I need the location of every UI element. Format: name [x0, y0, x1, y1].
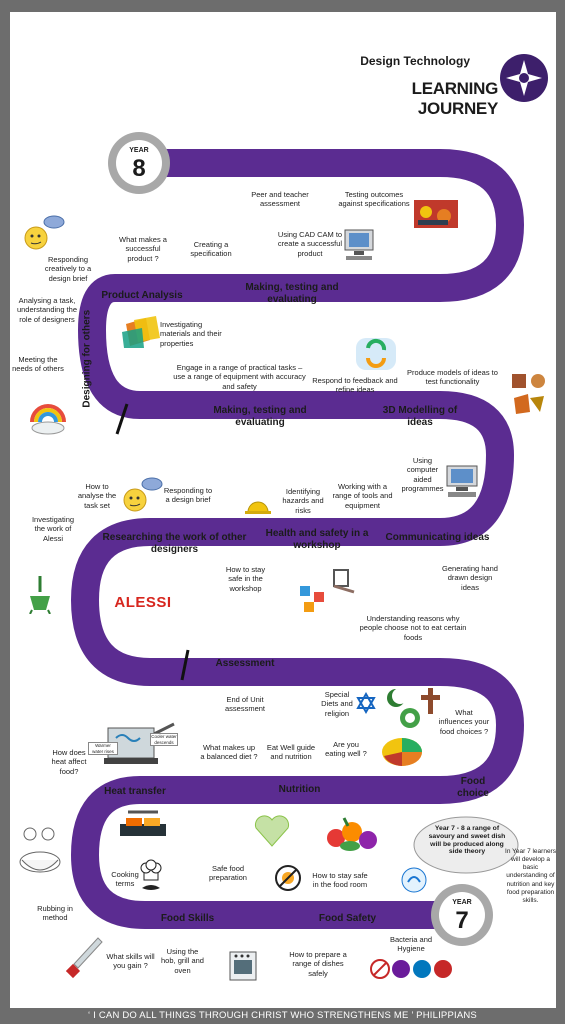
painting-icon [414, 200, 458, 228]
heading-heat-transfer: Heat transfer [104, 786, 166, 797]
heading-food-skills: Food Skills [160, 913, 215, 924]
note-eating-well: Are you eating well ? [325, 740, 367, 759]
heading-product-analysis: Product Analysis [101, 290, 183, 301]
note-cooking-terms: Cooking terms [111, 870, 139, 889]
journey-road [71, 149, 524, 929]
note-skills-gain: What skills will you gain ? [106, 952, 155, 971]
heading-health-safety: Health and safety in a workshop [265, 528, 369, 551]
callout-warmer: Warmer water rises [88, 742, 118, 756]
heading-nutrition: Nutrition [278, 784, 321, 795]
note-bacteria: Bacteria and Hygiene [389, 935, 433, 954]
note-what-makes-successful: What makes a successful product ? [119, 235, 167, 263]
thinking-emoji-icon [24, 215, 65, 250]
year7-label: YEAR [452, 899, 472, 906]
bubble-text: Year 7 - 8 a range of savoury and sweet … [428, 825, 506, 856]
note-hob-grill: Using the hob, grill and oven [161, 947, 204, 975]
note-stay-safe-food: How to stay safe in the food room [312, 871, 368, 890]
no-cleaning-icon [275, 865, 301, 891]
school-crest-icon [500, 54, 548, 102]
year8-label: YEAR [129, 147, 149, 154]
note-analysing-task: Analysing a task, understanding the role… [16, 296, 78, 324]
note-special-diets: Special Diets and religion [321, 690, 353, 718]
header-title: LEARNING JOURNEY [411, 79, 499, 118]
note-balanced-diet: What makes up a balanced diet ? [200, 743, 258, 762]
hob-icon [120, 810, 166, 836]
heading-assessment: Assessment [215, 658, 275, 669]
year7-number: 7 [455, 907, 469, 934]
hygiene-signs-icon [370, 959, 452, 979]
footer: ‘ I CAN DO ALL THINGS THROUGH CHRIST WHO… [0, 1008, 565, 1024]
wood-blocks-icon [512, 374, 545, 414]
recycle-icon [356, 338, 396, 370]
heading-making-testing-2: Making, testing and evaluating [213, 405, 307, 428]
knife-icon [66, 937, 103, 979]
note-responding-brief: Responding to a design brief [163, 486, 213, 505]
road-divider [180, 649, 190, 681]
note-year7-dev: In Year 7 learners will develop a basic … [505, 848, 556, 904]
note-rubbing-in: Rubbing in method [37, 904, 73, 923]
lemon-squeezer-icon [29, 576, 51, 614]
note-produce-models: Produce models of ideas to test function… [407, 368, 498, 387]
hygiene-icon [401, 867, 427, 893]
rainbow-clock-icon [30, 404, 66, 435]
heading-food-safety: Food Safety [318, 913, 377, 924]
thinking-emoji-icon [123, 477, 163, 512]
callout-cooler: Cooler water descends [150, 733, 178, 747]
note-working-tools: Working with a range of tools and equipm… [332, 482, 393, 510]
heading-researching: Researching the work of other designers [102, 532, 247, 555]
note-hand-drawn: Generating hand drawn design ideas [442, 564, 498, 592]
year8-number: 8 [132, 155, 146, 182]
heading-making-testing-1: Making, testing and evaluating [245, 282, 339, 305]
note-stay-safe-workshop: How to stay safe in the workshop [225, 565, 266, 593]
note-engage-practical: Engage in a range of practical tasks – u… [173, 363, 306, 391]
note-heat-affect: How does heat affect food? [51, 748, 87, 776]
oven-icon [229, 951, 257, 981]
computer-icon [446, 465, 478, 497]
note-respond-feedback: Respond to feedback and refine ideas [312, 376, 398, 395]
note-prepare-range: How to prepare a range of dishes safely [289, 950, 347, 978]
materials-icon [122, 316, 160, 348]
hard-hat-icon [245, 501, 271, 514]
safety-diagram-icon [300, 586, 324, 612]
year7-badge [439, 892, 485, 938]
road-divider [115, 403, 129, 435]
note-cad-cam: Using CAD CAM to create a successful pro… [277, 230, 343, 258]
chef-icon [140, 859, 162, 890]
saw-icon [333, 569, 355, 594]
note-identifying-hazards: Identifying hazards and risks [282, 487, 324, 515]
note-peer-teacher: Peer and teacher assessment [251, 190, 309, 209]
note-responding-creatively: Responding creatively to a design brief [44, 255, 92, 283]
note-using-computer: Using computer aided programmes [401, 456, 444, 494]
note-end-unit: End of Unit assessment [224, 695, 266, 714]
note-meeting-needs: Meeting the needs of others [12, 355, 64, 374]
eatwell-plate-icon [382, 738, 422, 766]
footer-reference: PHILIPPIANS [416, 1010, 477, 1021]
year8-badge [116, 140, 162, 186]
religion-symbols-icon [356, 688, 440, 728]
heart-salad-icon [254, 815, 290, 847]
note-what-influences: What influences your food choices ? [438, 708, 490, 736]
flour-bowl-icon [19, 827, 61, 873]
note-safe-prep: Safe food preparation [209, 864, 247, 883]
alessi-logo: ALESSI [114, 594, 172, 611]
note-eatwell: Eat Well guide and nutrition [266, 743, 316, 762]
heading-designing-for-others: Designing for others [81, 309, 93, 408]
header-subtitle: Design Technology [360, 54, 470, 68]
computer-icon [344, 229, 374, 260]
note-creating-spec: Creating a specification [190, 240, 232, 259]
heading-food-choice: Food choice [457, 776, 489, 799]
note-investigating-alessi: Investigating the work of Alessi [31, 515, 75, 543]
heading-communicating: Communicating ideas [385, 532, 490, 543]
note-analyse-task-set: How to analyse the task set [77, 482, 117, 510]
footer-quote: ‘ I CAN DO ALL THINGS THROUGH CHRIST WHO… [88, 1010, 414, 1021]
heading-3d-modelling: 3D Modelling of ideas [382, 405, 458, 428]
note-reasons-not-eat: Understanding reasons why people choose … [359, 614, 467, 642]
note-testing-outcomes: Testing outcomes against specifications [338, 190, 410, 209]
note-investigating-materials: Investigating materials and their proper… [160, 320, 222, 348]
fruit-veg-icon [327, 817, 377, 851]
info-bubble [413, 816, 519, 874]
